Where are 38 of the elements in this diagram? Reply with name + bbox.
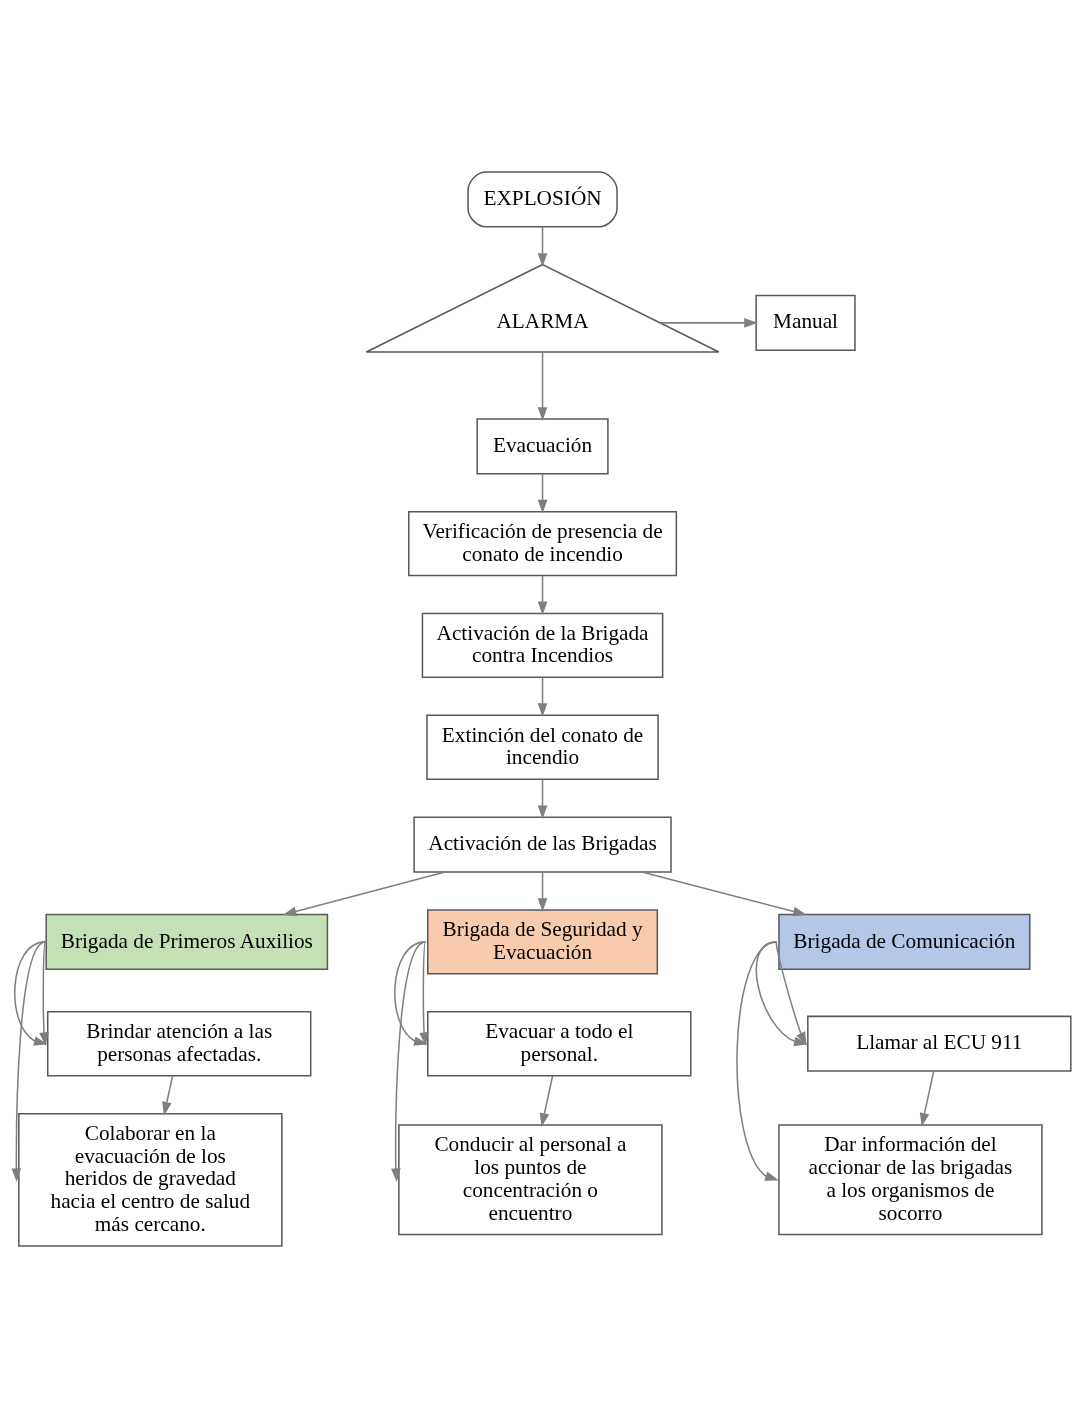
node-box: Colaborar en la evacuación de los heridos de gravedad hacia el centro de salud más cercano. (18, 1112, 283, 1247)
arrow (919, 1070, 935, 1127)
node-box: Brigada de Primeros Auxilios (45, 913, 329, 970)
arrow (537, 225, 548, 267)
node-box: Activación de la Brigada contra Incendios (421, 612, 664, 678)
node-box: Llamar al ECU 911 (807, 1015, 1072, 1072)
arrow (162, 1074, 174, 1116)
arrow (736, 940, 779, 1181)
node-box: Evacuación (476, 417, 609, 474)
node-box: Dar información del accionar de las brigadas a los organismos de socorro (778, 1123, 1043, 1235)
node-box: Brigada de Comunicación (778, 913, 1031, 970)
arrow (537, 351, 548, 421)
node-box: Activación de las Brigadas (413, 815, 672, 873)
node-box: Brigada de Seguridad y Evacuación (427, 908, 659, 975)
node-box: Verificación de presencia de conato de incendio (408, 510, 678, 576)
arrow (659, 317, 758, 328)
node-box: Manual (755, 294, 856, 351)
node-box: Extinción del conato de incendio (426, 714, 659, 780)
arrow (537, 472, 548, 514)
arrow (14, 940, 48, 1046)
arrow (755, 940, 808, 1046)
arrow (537, 676, 548, 717)
node-box: Brindar atención a las personas afectadas. (46, 1010, 312, 1076)
arrow (394, 940, 428, 1046)
node-box: Evacuar a todo el personal. (427, 1010, 692, 1076)
arrow (641, 870, 807, 916)
arrow (282, 870, 446, 916)
arrow (537, 778, 548, 819)
arrow (537, 871, 548, 912)
arrow (775, 940, 807, 1046)
arrow (537, 574, 548, 615)
arrow (39, 940, 49, 1046)
arrow (419, 940, 429, 1046)
node-box: Conducir al personal a los puntos de concentración o encuentro (398, 1123, 663, 1235)
arrow (539, 1074, 554, 1127)
arrow (391, 940, 427, 1182)
node-box: EXPLOSIÓN (467, 170, 618, 228)
arrow (11, 940, 47, 1182)
